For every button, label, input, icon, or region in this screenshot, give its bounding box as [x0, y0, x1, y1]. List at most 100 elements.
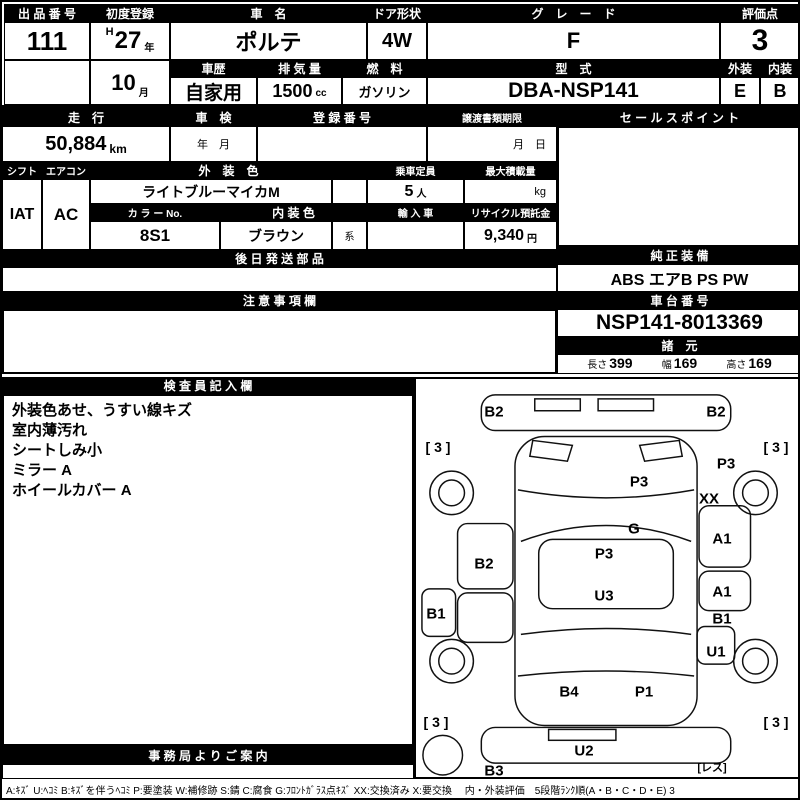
maxload-value-cell: kg [464, 179, 557, 204]
sales-point-header: セ ー ル ス ポ イ ン ト [557, 109, 798, 126]
capacity-header: 乗車定員 [367, 162, 464, 179]
later-parts-blank [2, 267, 557, 292]
color-no-header: カ ラ ー No. [90, 204, 220, 221]
fuel-value: ガソリン [342, 77, 427, 105]
legend: A:ｷｽﾞ U:ﾍｺﾐ B:ｷｽﾞを伴うﾍｺﾐ P:要塗装 W:補修跡 S:錆 … [6, 786, 675, 797]
year-value: 27 [114, 27, 142, 54]
chassis-value: NSP141-8013369 [557, 309, 798, 337]
model-value: DBA-NSP141 [427, 77, 720, 105]
chassis-header: 車 台 番 号 [557, 292, 798, 309]
car-name-header: 車 名 [170, 4, 367, 22]
diagram-label: P3 [716, 455, 736, 473]
score-value: 3 [720, 22, 798, 60]
aircon-value: AC [42, 179, 90, 250]
year-unit: 年 [144, 43, 155, 54]
dims-header: 諸 元 [557, 337, 798, 354]
recycle-value-cell: 9,340 円 [464, 221, 557, 250]
shift-header: シフト [2, 162, 42, 179]
auction-no-header: 出 品 番 号 [4, 4, 90, 22]
capacity-value: 5 [404, 182, 414, 200]
month-unit: 月 [138, 88, 149, 99]
import-blank [367, 221, 464, 250]
length-value: 399 [609, 355, 633, 371]
diagram-label: A1 [712, 530, 732, 548]
diagram-label: [ 3 ] [423, 714, 449, 730]
diagram-label: U2 [574, 742, 594, 760]
door-value: 4W [367, 22, 427, 60]
mileage-value: 50,884 [45, 132, 107, 155]
regno-blank [257, 126, 427, 162]
width-label: 幅 [661, 360, 672, 371]
diagram-label: [ 3 ] [425, 439, 451, 455]
transfer-header: 譲渡書類期限 [427, 109, 557, 126]
note-line: 外装色あせ、うすい線キズ [12, 402, 193, 419]
diagram-label: P1 [634, 683, 654, 701]
length-label: 長さ [587, 360, 608, 371]
model-header: 型 式 [427, 60, 720, 77]
diagram-label: B2 [484, 403, 504, 421]
height-value: 169 [748, 355, 772, 371]
diagram-label: B4 [559, 683, 579, 701]
equipment-value: ABS エアB PS PW [557, 264, 798, 292]
width-value: 169 [673, 355, 698, 371]
mileage-unit: km [109, 142, 127, 156]
interior-header: 内装 [760, 60, 798, 77]
ext-color-value: ライトブルーマイカM [90, 179, 332, 204]
interior-grade: B [760, 77, 798, 105]
maxload-unit: kg [534, 185, 546, 198]
grade-header: グ レ ー ド [427, 4, 720, 22]
auction-no-value: 111 [4, 22, 90, 60]
diagram-label: [レス] [697, 762, 727, 774]
regno-header: 登 録 番 号 [257, 109, 427, 126]
capacity-value-cell: 5 人 [367, 179, 464, 204]
shaken-header: 車 検 [170, 109, 257, 126]
maxload-header: 最大積載量 [464, 162, 557, 179]
diagram-label: U1 [706, 643, 726, 661]
diagram-label: [ 3 ] [763, 714, 789, 730]
note-line: ホイールカバー A [12, 482, 132, 499]
diagram-label: P3 [629, 473, 649, 491]
recycle-header: リサイクル預託金 [464, 204, 557, 221]
notice-header: 注 意 事 項 欄 [2, 292, 557, 309]
score-header: 評価点 [720, 4, 798, 22]
height-label: 高さ [726, 360, 747, 371]
door-header: ドア形状 [367, 4, 427, 22]
car-outline-svg [421, 394, 778, 776]
first-reg-year-cell: H 27 年 [90, 22, 170, 60]
diagram-label: B2 [474, 555, 494, 573]
displacement-value: 1500 [272, 80, 313, 101]
notice-blank [2, 309, 557, 374]
office-blank [2, 764, 414, 779]
note-line: ミラー A [12, 462, 73, 479]
color-no-value: 8S1 [90, 221, 220, 250]
diagram-label: U3 [594, 587, 614, 605]
int-color-suffix: 系 [332, 221, 367, 250]
history-header: 車歴 [170, 60, 257, 77]
import-header: 輸 入 車 [367, 204, 464, 221]
auction-no-blank [4, 60, 90, 105]
displacement-unit: cc [315, 88, 327, 99]
aircon-header: エアコン [42, 162, 90, 179]
grade-value: F [427, 22, 720, 60]
first-reg-month-cell: 10 月 [90, 60, 170, 105]
ext-color-header: 外 装 色 [90, 162, 367, 179]
first-reg-header: 初度登録 [90, 4, 170, 22]
equipment-header: 純 正 装 備 [557, 247, 798, 264]
diagram-label: B2 [706, 403, 726, 421]
note-line: シートしみ小 [12, 442, 103, 459]
sales-point-blank [557, 126, 798, 247]
recycle-value: 9,340 [483, 226, 525, 244]
car-name-value: ポルテ [170, 22, 367, 60]
inspector-header: 検 査 員 記 入 欄 [2, 377, 414, 394]
recycle-unit: 円 [527, 234, 538, 245]
shaken-placeholder: 年 月 [197, 139, 230, 151]
displacement-value-cell: 1500 cc [257, 77, 342, 105]
era-value: H [105, 26, 114, 38]
exterior-header: 外装 [720, 60, 760, 77]
